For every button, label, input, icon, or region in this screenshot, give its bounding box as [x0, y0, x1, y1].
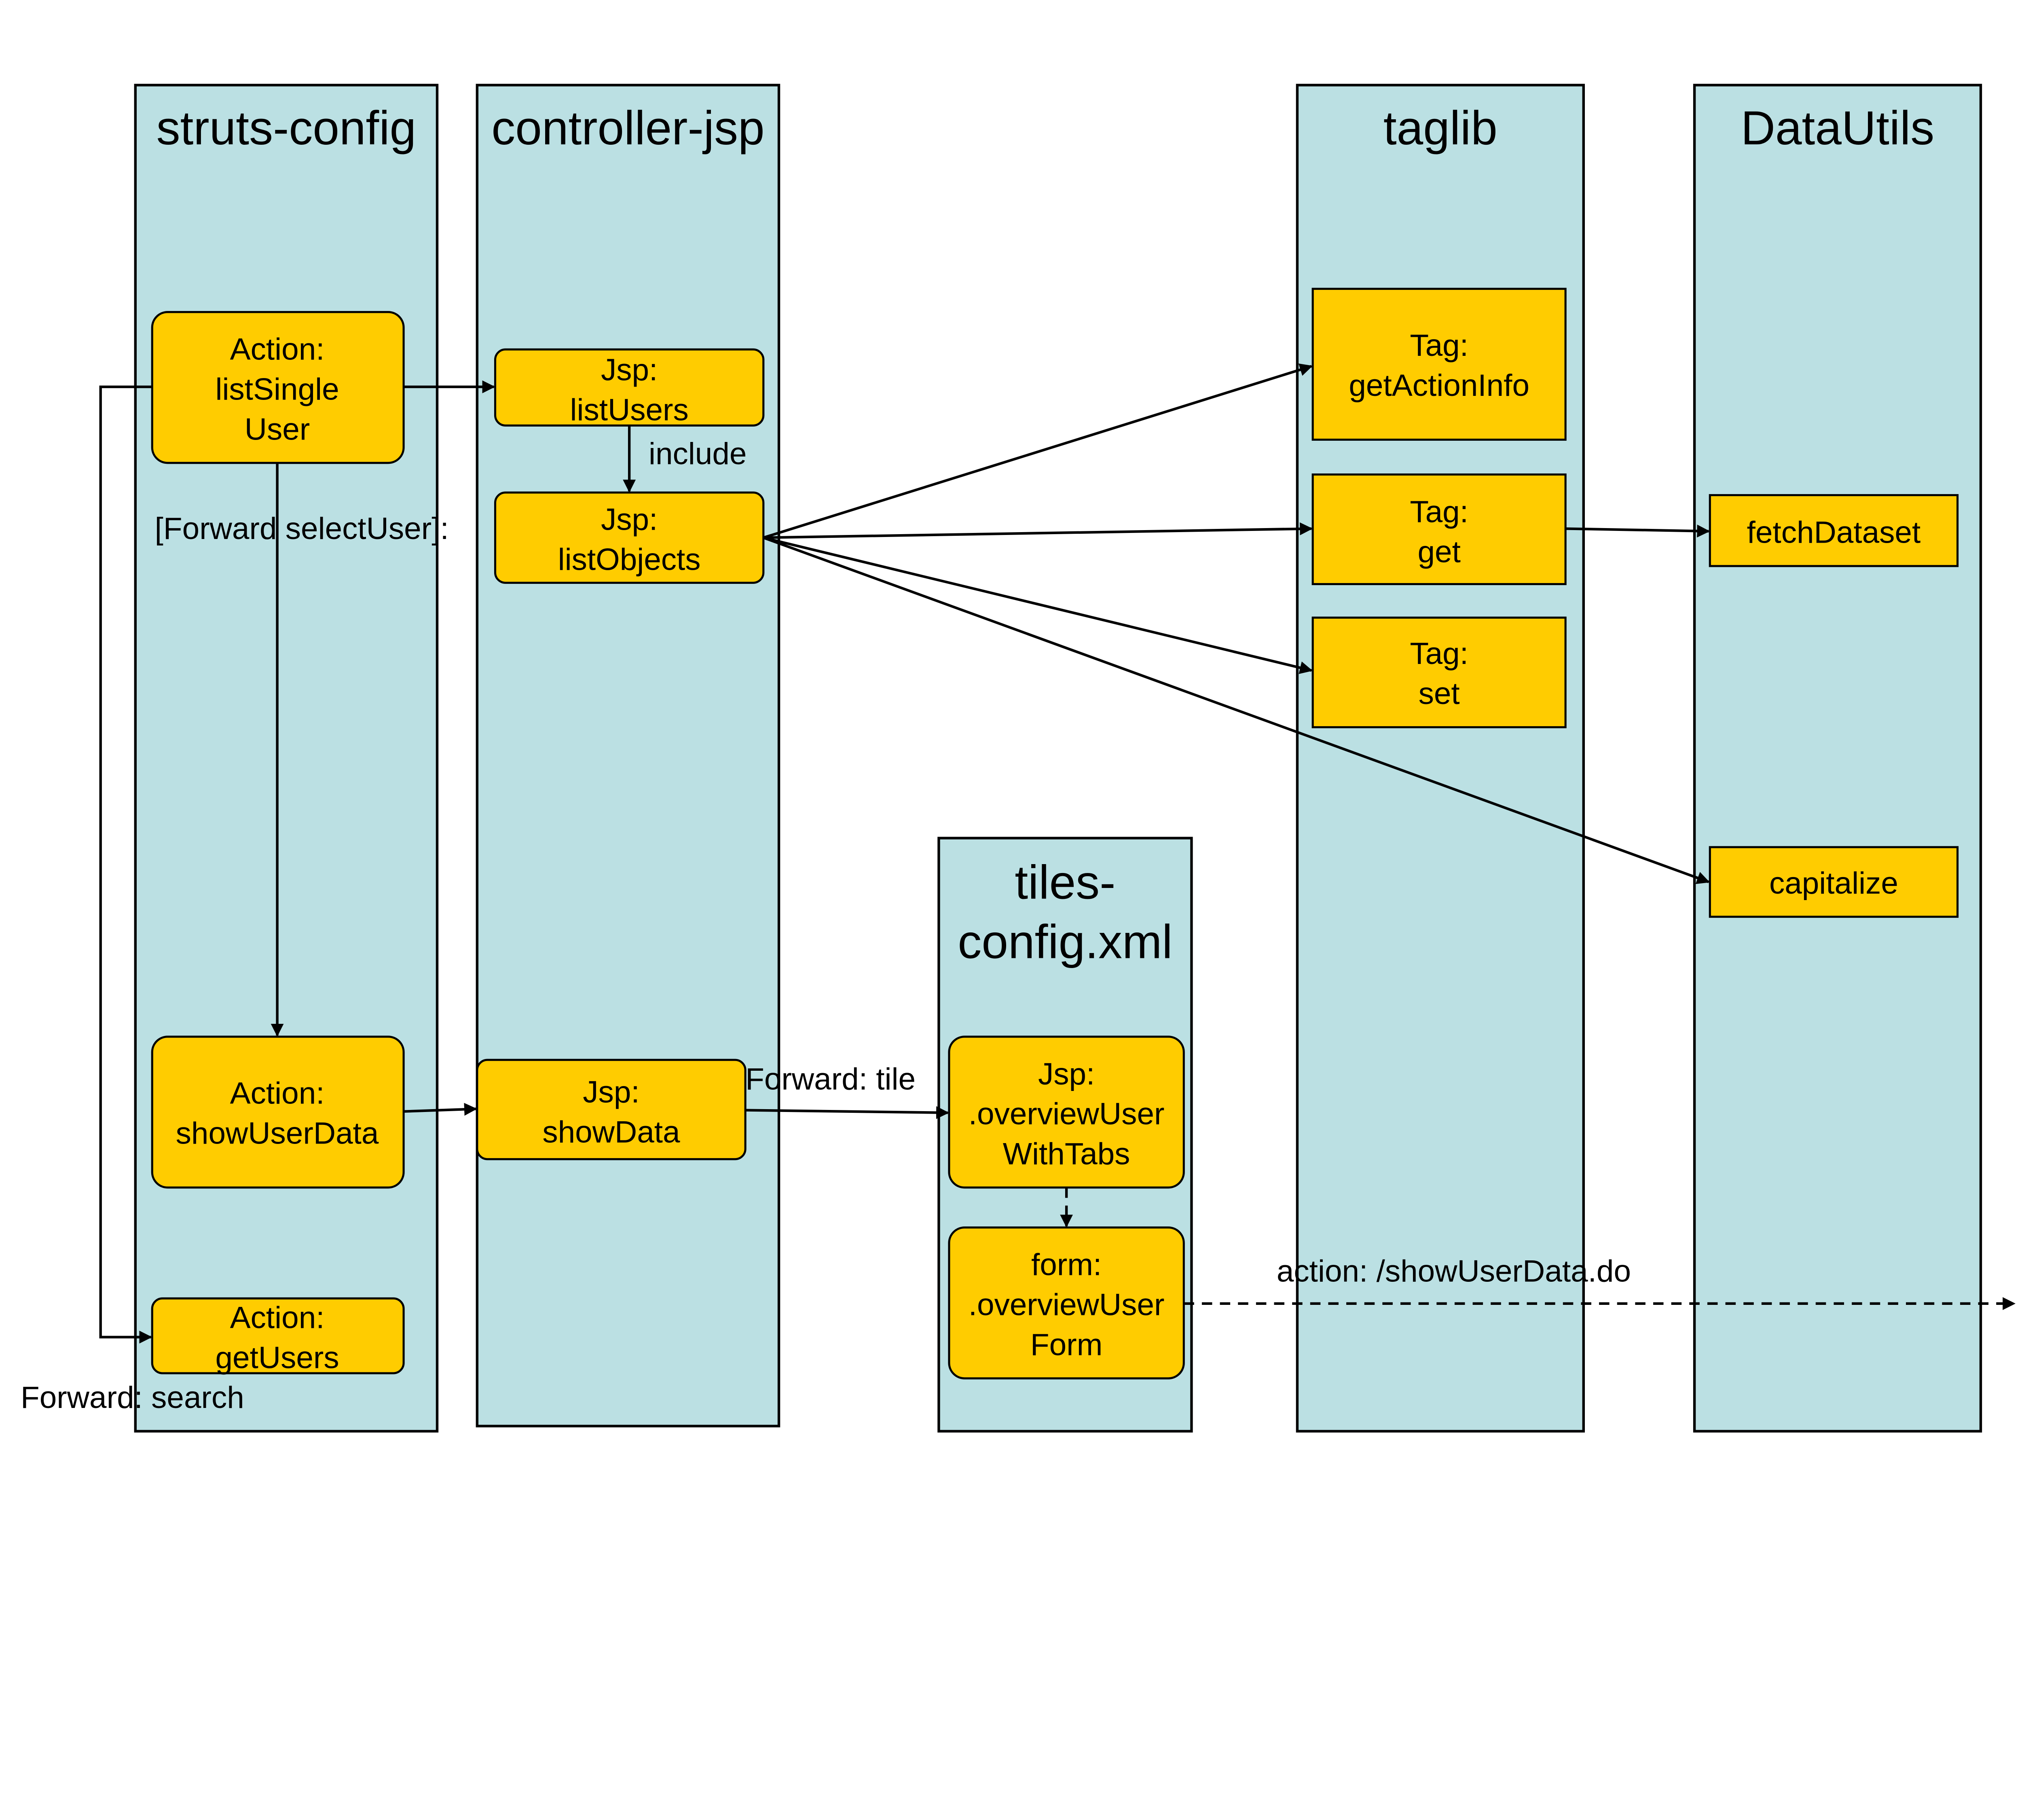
box-jsp-listusers: Jsp:listUsers [494, 348, 765, 427]
edge-listobjects-capitalize [763, 536, 1710, 884]
label-include: include [649, 437, 747, 471]
edge-listobjects-set [763, 536, 1313, 674]
box-tag-set: Tag:set [1311, 616, 1567, 729]
lane-title: controller-jsp [491, 101, 764, 155]
box-label: Tag:set [1410, 636, 1468, 711]
box-action-showuserdata: Action:showUserData [151, 1036, 405, 1189]
lane-title: struts-config [157, 101, 417, 155]
box-capitalize: capitalize [1709, 846, 1959, 918]
box-jsp-showdata: Jsp:showData [476, 1059, 747, 1160]
lane-title: tiles- [1015, 856, 1115, 909]
box-jsp-listobjects: Jsp:listObjects [494, 491, 765, 584]
lane-controller-jsp: controller-jsp [476, 84, 780, 1427]
label-forward-tile: Forward: tile [745, 1062, 916, 1097]
lane-title: taglib [1383, 101, 1497, 155]
box-label: fetchDataset [1747, 515, 1921, 550]
box-fetchdataset: fetchDataset [1709, 494, 1959, 567]
lane-struts-config: struts-config [134, 84, 439, 1433]
box-label: Jsp:listObjects [558, 503, 701, 577]
edge-listobjects-get [763, 522, 1313, 539]
edge-listobjects-getactioninfo [763, 363, 1313, 539]
lane-title: DataUtils [1741, 101, 1935, 155]
edge-get-fetchdataset [1565, 524, 1710, 538]
box-label: Tag:get [1410, 495, 1468, 569]
label-action-showuserdata: action: /showUserData.do [1277, 1254, 1631, 1289]
box-label: Action:getUsers [215, 1300, 339, 1375]
lane-datautils: DataUtils [1693, 84, 1982, 1433]
box-label: Action:showUserData [176, 1076, 379, 1151]
box-tag-get: Tag:get [1311, 473, 1567, 586]
box-label: Jsp:showData [542, 1075, 680, 1149]
label-forward-search: Forward: search [21, 1380, 244, 1415]
edge-forward-tile [745, 1106, 949, 1119]
lane-taglib: taglib [1296, 84, 1585, 1433]
box-label: Tag:getActionInfo [1349, 328, 1529, 403]
lane-title: config.xml [958, 915, 1172, 968]
edge-showuserdata-showdata [403, 1103, 477, 1116]
box-tag-getactioninfo: Tag:getActionInfo [1311, 287, 1567, 441]
box-label: capitalize [1769, 866, 1898, 900]
diagram: struts-config controller-jsp tiles- conf… [21, 84, 2016, 1433]
label-forward-selectuser: [Forward selectUser]: [155, 512, 449, 546]
edge-forward-search [99, 385, 152, 1344]
box-label: Jsp:listUsers [570, 353, 688, 427]
box-action-getusers: Action:getUsers [151, 1297, 405, 1375]
edges [99, 363, 2016, 1344]
